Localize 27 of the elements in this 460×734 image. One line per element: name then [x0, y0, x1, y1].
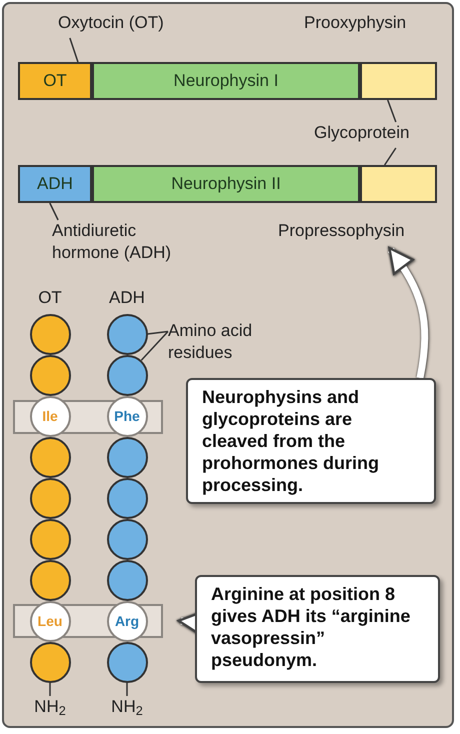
- callout-box: Arginine at position 8 gives ADH its “arginine vasopressin” pseudonym.: [195, 575, 440, 683]
- leader-line: [387, 100, 397, 122]
- protein-segment: Neurophysin II: [92, 165, 360, 203]
- glycoprotein-segment: [360, 62, 437, 100]
- label-text: Propressophysin: [278, 220, 438, 246]
- label-text: NH$_{2}$: [30, 696, 70, 720]
- label-text: Amino acid residues: [168, 320, 300, 366]
- column-heading: OT: [37, 287, 63, 309]
- protein-segment: ADH: [18, 165, 92, 203]
- leader-line: [140, 331, 169, 361]
- protein-segment: OT: [18, 62, 92, 100]
- label-text: NH$_{2}$: [107, 696, 147, 720]
- pointer-arrow: [388, 246, 428, 379]
- callout-box: Neurophysins and glycoproteins are cleaved from the prohormones during processing.: [186, 378, 436, 504]
- label-text: Oxytocin (OT): [58, 12, 190, 38]
- leader-line: [384, 148, 396, 166]
- leader-line: [147, 330, 168, 335]
- label-text: Antidiuretic hormone (ADH): [52, 220, 204, 266]
- label-text: Glycoprotein: [314, 122, 438, 148]
- column-heading: ADH: [108, 287, 146, 309]
- leader-line: [126, 682, 128, 696]
- leader-line: [49, 682, 51, 696]
- leader-line: [49, 202, 59, 220]
- label-text: Prooxyphysin: [304, 12, 438, 38]
- protein-segment: Neurophysin I: [92, 62, 360, 100]
- glycoprotein-segment: [360, 165, 437, 203]
- leader-line: [69, 38, 79, 62]
